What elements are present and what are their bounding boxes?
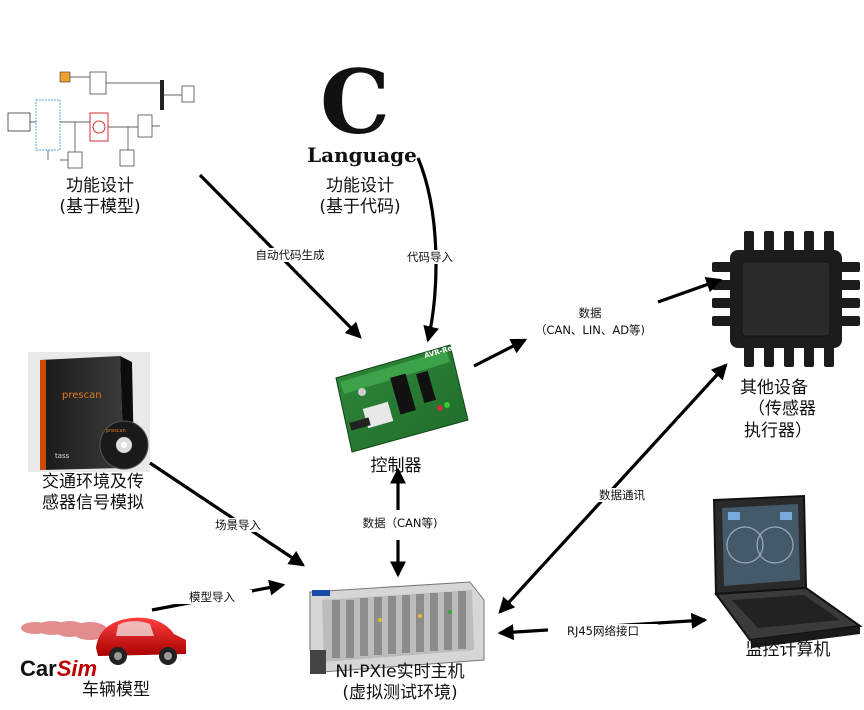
pxi-line2: (虚拟测试环境) [342,683,458,704]
prescan-line1: 交通环境及传 [42,472,144,492]
rugged-laptop-image [712,494,863,648]
edge-scene-import-label: 场景导入 [198,518,278,533]
edge-data-can-lin-line2: （CAN、LIN、AD等) [534,323,646,338]
other-devices-label: 其他设备 （传感器 执行器） [722,378,842,442]
edge-code-import-label: 代码导入 [395,250,465,265]
svg-text:prescan: prescan [106,428,126,434]
c-language-logo: C Language [307,50,417,167]
carsim-car: Car [20,656,57,681]
c-design-line1: 功能设计 [326,176,394,196]
c-design-line2: (基于代码) [319,197,401,218]
other-devices-line2: （传感器 [748,399,816,420]
edge-auto-code-label: 自动代码生成 [240,248,340,263]
arrow-scene-import [149,461,305,567]
controller-board-image: AVR-Ready2 [335,339,472,453]
edge-data-comm-label: 数据通讯 [582,488,662,503]
c-design-label: 功能设计 (基于代码) [300,176,420,219]
carsim-logo-image: CarSim [20,617,186,681]
prescan-label: 交通环境及传 感器信号模拟 [18,472,168,515]
c-logo-word: Language [307,143,417,167]
prescan-line2: 感器信号模拟 [42,493,144,514]
edge-data-can-lin-line1: 数据 [578,306,602,320]
edge-rj45-label: RJ45网络接口 [548,624,658,639]
prescan-box-image: prescan tass prescan [28,352,150,472]
c-logo-letter: C [320,50,390,154]
pxi-line1: NI-PXIe实时主机 [335,662,465,682]
tass-brand: tass [55,452,70,460]
prescan-brand: prescan [62,390,102,401]
ni-pxie-chassis-image [309,581,485,674]
arrow-data-can-lin [473,338,528,368]
edge-data-can-lin-label: 数据 （CAN、LIN、AD等) [520,306,660,338]
other-devices-line1: 其他设备 [740,378,808,398]
edge-model-import-label: 模型导入 [172,590,252,605]
model-design-line1: 功能设计 [66,176,134,196]
svg-text:CarSim: CarSim [20,656,97,681]
pxi-label: NI-PXIe实时主机 (虚拟测试环境) [310,662,490,705]
edge-data-can-label: 数据（CAN等) [330,516,470,531]
model-design-line2: (基于模型) [59,197,141,218]
simulink-model-image [7,71,195,169]
carsim-sim: Sim [57,656,97,681]
other-devices-line3: 执行器） [744,420,812,441]
controller-label: 控制器 [370,456,422,476]
arrow-data-can-lin-right [657,277,723,304]
model-design-label: 功能设计 (基于模型) [40,176,160,219]
microchip-icon [712,231,860,367]
carsim-label: 车辆模型 [82,680,150,700]
arrow-code-import [416,157,439,343]
monitor-label: 监控计算机 [745,640,831,660]
